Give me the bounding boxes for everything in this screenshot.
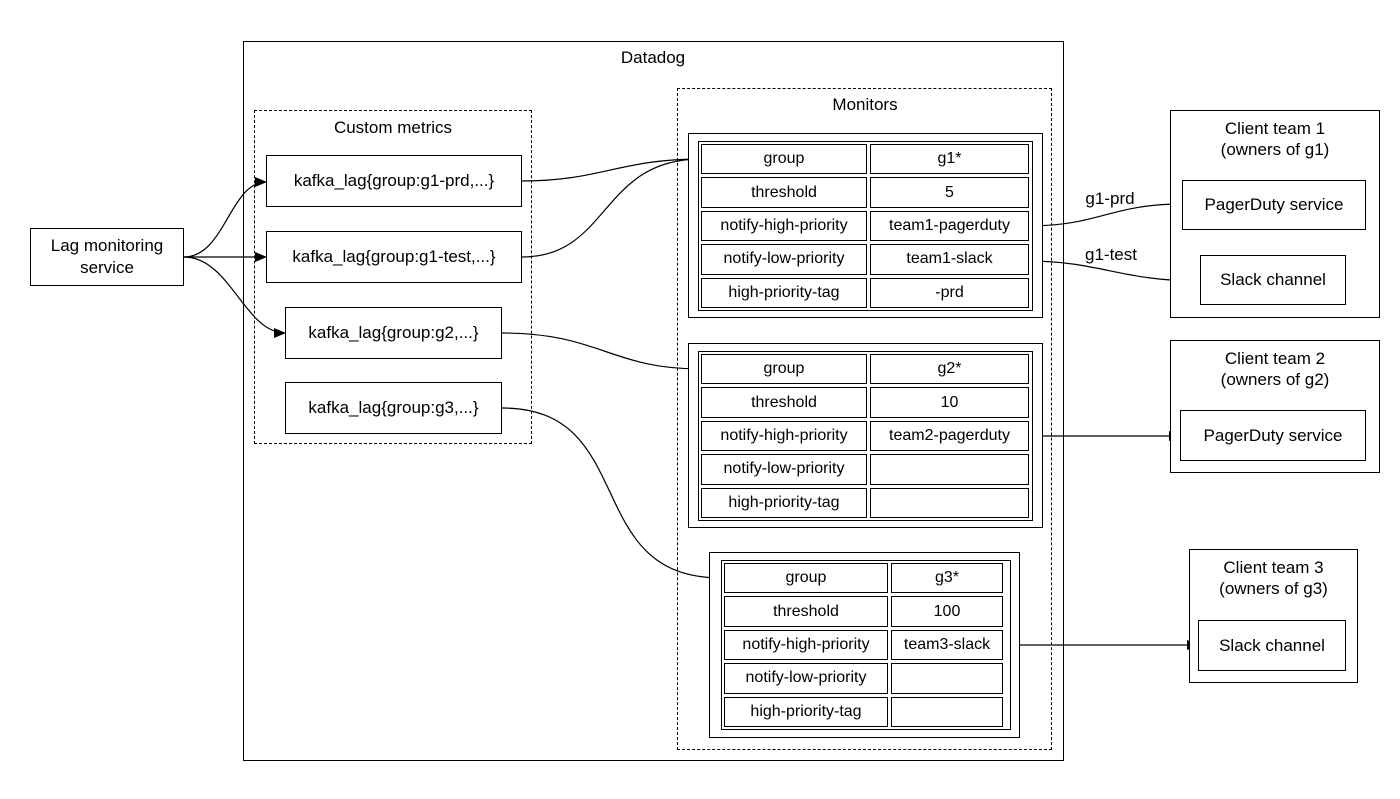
- metric-node-g1-prd: kafka_lag{group:g1-prd,...}: [266, 155, 522, 207]
- lag-service-label-line1: Lag monitoring: [50, 236, 164, 255]
- edge-label-g1-test: g1-test: [1085, 245, 1137, 264]
- monitor-value-cell: team2-pagerduty: [870, 420, 1029, 452]
- monitors-title: Monitors: [832, 95, 898, 114]
- monitor-value-cell: [891, 663, 1003, 694]
- monitor-key-cell: notify-low-priority: [724, 663, 888, 694]
- monitor-value-cell: -prd: [870, 277, 1029, 308]
- monitor-key-cell: group: [724, 563, 888, 594]
- monitor-table-g2: group g2* threshold 10 notify-high-prior…: [688, 343, 1043, 528]
- service-label: PagerDuty service: [1203, 425, 1343, 445]
- monitor-value-cell: [891, 696, 1003, 727]
- monitors-container: [677, 88, 1052, 750]
- pagerduty-service-node: PagerDuty service: [1180, 410, 1366, 461]
- metric-label: kafka_lag{group:g3,...}: [308, 398, 479, 417]
- client-team-title-line1: Client team 3: [1223, 558, 1324, 577]
- service-label: Slack channel: [1219, 635, 1325, 655]
- metric-node-g1-test: kafka_lag{group:g1-test,...}: [266, 231, 522, 283]
- monitor-key-cell: threshold: [701, 177, 867, 208]
- client-team-title-line2: (owners of g1): [1220, 140, 1330, 159]
- custom-metrics-title: Custom metrics: [333, 118, 453, 137]
- datadog-container: [243, 41, 1064, 761]
- client-team-title-line2: (owners of g3): [1219, 579, 1328, 598]
- monitor-key-cell: notify-high-priority: [701, 210, 867, 242]
- monitor-value-cell: 10: [870, 387, 1029, 418]
- monitor-key-cell: high-priority-tag: [701, 277, 867, 308]
- edge-g1-prd-to-monitor1: [521, 154, 702, 182]
- client-team-2-title: Client team 2 (owners of g2): [1170, 348, 1380, 390]
- edge-g2-to-monitor2: [501, 332, 702, 374]
- monitor-table-grid: group g3* threshold 100 notify-high-prio…: [721, 560, 1011, 730]
- monitor-table-grid: group g1* threshold 5 notify-high-priori…: [698, 141, 1033, 311]
- edge-service-to-g2: [183, 256, 286, 338]
- metric-node-g3: kafka_lag{group:g3,...}: [285, 382, 502, 434]
- metric-node-g2: kafka_lag{group:g2,...}: [285, 307, 502, 359]
- monitor-key-cell: notify-high-priority: [724, 629, 888, 661]
- monitor-key-cell: high-priority-tag: [724, 696, 888, 727]
- monitor-key-cell: notify-high-priority: [701, 420, 867, 452]
- client-team-title-line1: Client team 1: [1224, 119, 1326, 138]
- metric-label: kafka_lag{group:g1-test,...}: [292, 247, 496, 266]
- custom-metrics-container: [254, 110, 532, 444]
- monitor-key-cell: notify-low-priority: [701, 454, 867, 485]
- edge-g1-test-to-monitor1: [521, 154, 702, 258]
- monitor-value-cell: 5: [870, 177, 1029, 208]
- monitor-value-cell: team1-pagerduty: [870, 210, 1029, 242]
- edge-label-g1-prd: g1-prd: [1085, 189, 1135, 208]
- client-team-3-title: Client team 3 (owners of g3): [1189, 557, 1358, 599]
- lag-monitoring-service-node: Lag monitoring service: [30, 228, 184, 286]
- service-label: Slack channel: [1220, 270, 1326, 289]
- monitor-value-cell: g3*: [891, 563, 1003, 594]
- client-team-title-line1: Client team 2: [1224, 349, 1326, 368]
- monitor-key-cell: notify-low-priority: [701, 244, 867, 275]
- service-label: PagerDuty service: [1204, 195, 1344, 214]
- monitor-key-cell: group: [701, 144, 867, 175]
- slack-channel-node: Slack channel: [1200, 255, 1346, 305]
- monitor-table-grid: group g2* threshold 10 notify-high-prior…: [698, 351, 1033, 521]
- monitor-key-cell: group: [701, 354, 867, 385]
- client-team-title-line2: (owners of g2): [1220, 370, 1330, 389]
- pagerduty-service-node: PagerDuty service: [1182, 180, 1366, 230]
- datadog-title: Datadog: [620, 48, 686, 67]
- monitor-value-cell: g2*: [870, 354, 1029, 385]
- monitor-key-cell: threshold: [701, 387, 867, 418]
- metric-label: kafka_lag{group:g1-prd,...}: [293, 171, 495, 190]
- edge-g3-to-monitor3: [501, 407, 722, 583]
- monitor-value-cell: [870, 487, 1029, 518]
- client-team-1-title: Client team 1 (owners of g1): [1170, 118, 1380, 160]
- monitor-value-cell: [870, 454, 1029, 485]
- monitor-value-cell: team1-slack: [870, 244, 1029, 275]
- lag-service-label-line2: service: [80, 258, 134, 277]
- slack-channel-node: Slack channel: [1198, 620, 1346, 671]
- metric-label: kafka_lag{group:g2,...}: [308, 323, 479, 342]
- monitor-value-cell: 100: [891, 596, 1003, 627]
- monitor-key-cell: high-priority-tag: [701, 487, 867, 518]
- monitor-table-g3: group g3* threshold 100 notify-high-prio…: [709, 552, 1020, 738]
- edge-team1-pagerduty: [1026, 199, 1183, 227]
- monitor-value-cell: g1*: [870, 144, 1029, 175]
- monitor-key-cell: threshold: [724, 596, 888, 627]
- monitor-value-cell: team3-slack: [891, 629, 1003, 661]
- monitor-table-g1: group g1* threshold 5 notify-high-priori…: [688, 133, 1043, 318]
